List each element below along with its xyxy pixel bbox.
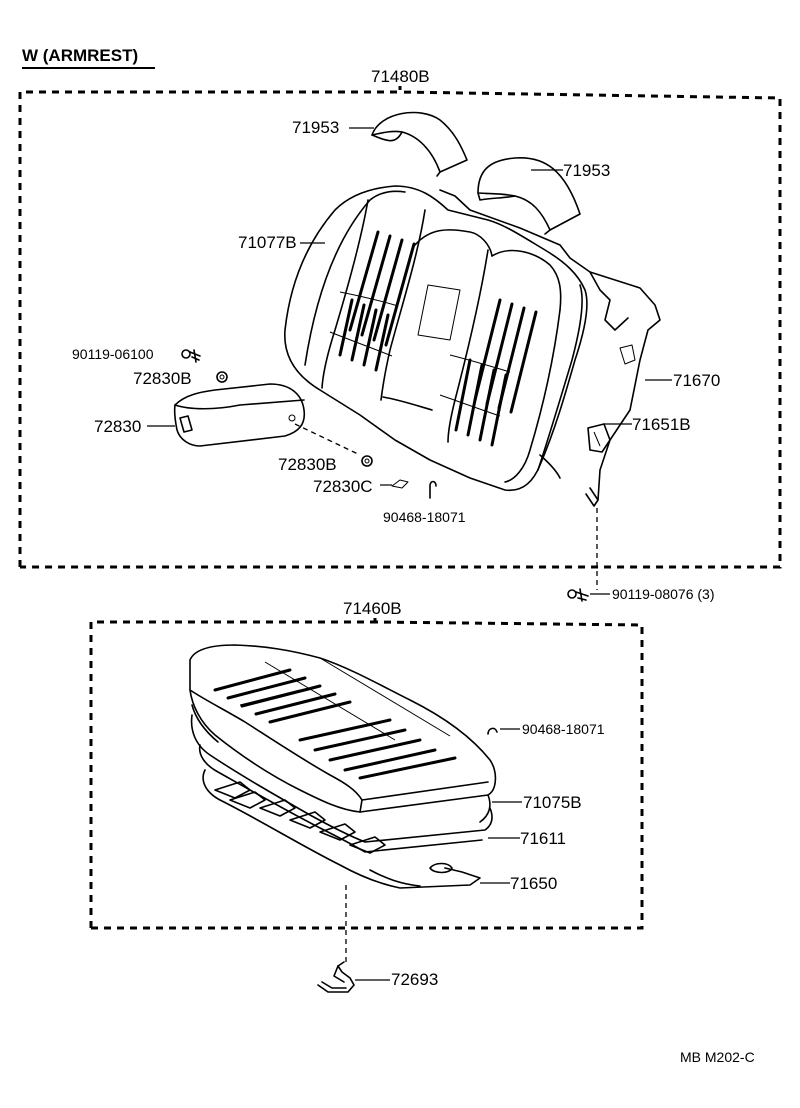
label-back-pad: 71651B (632, 415, 691, 434)
hog-ring-cushion-part[interactable] (487, 727, 498, 735)
cushion-hook-part[interactable] (317, 961, 355, 993)
label-seatback-cover: 71077B (238, 233, 297, 252)
assembly-line-armrest (294, 423, 361, 456)
label-armrest-clip: 72830C (313, 477, 373, 496)
cushion-cover-part[interactable] (189, 644, 497, 823)
label-hog-ring-cushion: 90468-18071 (522, 721, 605, 737)
label-bushing-lower: 72830B (278, 455, 337, 474)
screw-armrest-part[interactable] (181, 349, 201, 363)
cushion-frame-part[interactable] (202, 769, 481, 889)
headrest-right-part[interactable] (477, 157, 581, 235)
back-pad-part[interactable] (587, 423, 611, 453)
label-headrest-left: 71953 (292, 118, 339, 137)
label-screw-armrest: 90119-06100 (72, 346, 154, 362)
label-cushion-hook: 72693 (391, 970, 438, 989)
label-cushion-frame: 71650 (510, 874, 557, 893)
label-cushion-pad: 71611 (520, 829, 566, 848)
label-cushion-cover: 71075B (523, 793, 582, 812)
armrest-part[interactable] (173, 383, 306, 447)
diagram-title: W (ARMREST) (22, 46, 138, 65)
cushion-group-box (89, 616, 644, 930)
label-cushion-assy: 71460B (343, 599, 402, 618)
headrest-left-part[interactable] (371, 111, 468, 177)
label-bushing-upper: 72830B (133, 369, 192, 388)
label-bolt-back: 90119-08076 (3) (612, 586, 714, 602)
label-headrest-right: 71953 (563, 161, 610, 180)
diagram-code: MB M202-C (680, 1049, 755, 1065)
label-armrest: 72830 (94, 417, 141, 436)
bolt-back-part[interactable] (567, 588, 589, 602)
seatback-cover-part[interactable] (284, 185, 588, 492)
seatback-group-box (18, 86, 782, 569)
back-frame-part[interactable] (439, 189, 661, 507)
bushing-upper-part[interactable] (216, 371, 228, 383)
hog-ring-back-part[interactable] (429, 480, 437, 499)
armrest-clip-part[interactable] (391, 479, 409, 489)
label-seatback-assy: 71480B (371, 67, 430, 86)
cushion-pad-part[interactable] (190, 714, 493, 853)
bushing-lower-part[interactable] (361, 455, 373, 467)
label-hog-ring-back: 90468-18071 (383, 509, 466, 525)
label-back-frame: 71670 (673, 371, 720, 390)
